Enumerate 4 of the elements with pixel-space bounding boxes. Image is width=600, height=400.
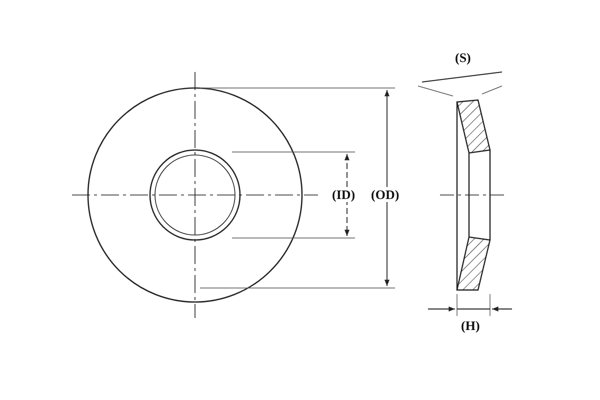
dimension-label: (S) xyxy=(454,50,472,65)
dimension-label: (OD) xyxy=(370,187,400,202)
dimension-label: (ID) xyxy=(331,187,356,202)
dimension-label: (H) xyxy=(460,318,481,333)
